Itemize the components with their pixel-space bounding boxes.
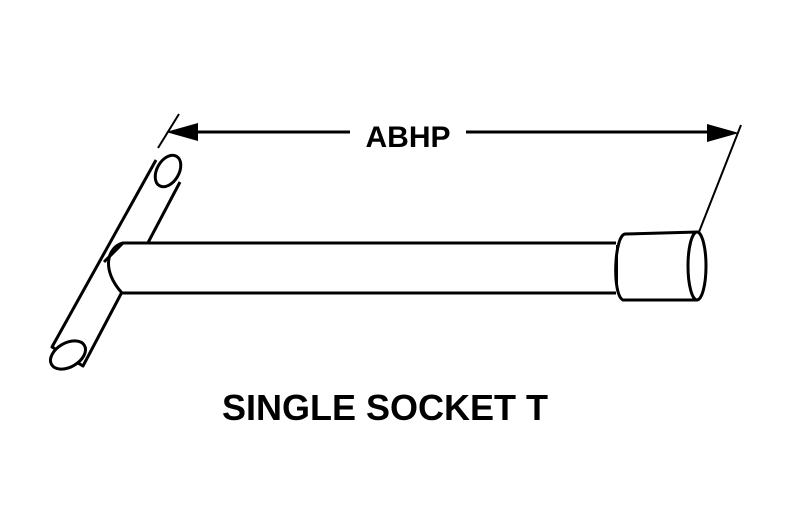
left-extension-line <box>157 113 180 149</box>
shaft-body <box>107 241 616 295</box>
t-handle-top-end <box>153 153 183 189</box>
shaft <box>102 241 616 295</box>
t-handle-bottom-end <box>48 339 88 371</box>
dimension-line <box>166 123 739 142</box>
dimension-label: ABHP <box>365 121 450 154</box>
right-extension-line <box>698 124 742 233</box>
extension-lines <box>157 113 742 233</box>
socket-body <box>614 230 699 302</box>
socket-opening <box>686 230 708 302</box>
socket <box>614 230 708 302</box>
left-arrowhead <box>166 123 198 141</box>
diagram-caption: SINGLE SOCKET T <box>222 387 548 428</box>
shaft-joint <box>102 241 125 264</box>
right-arrowhead <box>707 124 739 142</box>
